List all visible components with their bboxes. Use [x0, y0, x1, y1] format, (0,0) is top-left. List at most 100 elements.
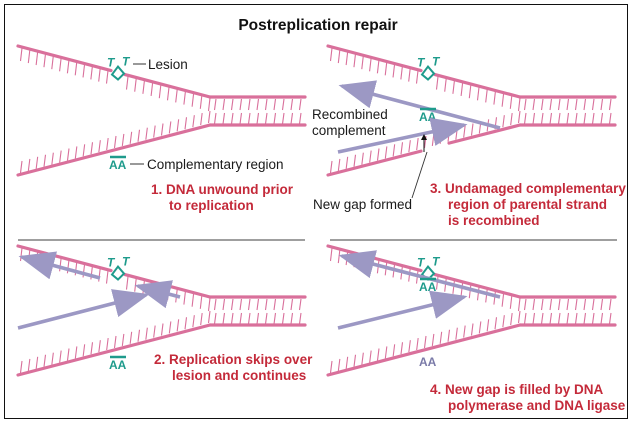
base-tick	[247, 298, 251, 311]
base-tick	[273, 112, 277, 125]
base-tick	[608, 112, 612, 125]
base-tick	[337, 158, 341, 171]
base-tick	[608, 98, 612, 111]
base-tick	[361, 352, 364, 365]
base-tick	[82, 144, 86, 157]
base-tick	[27, 358, 31, 371]
base-tick	[281, 112, 285, 125]
base-tick	[476, 87, 480, 101]
base-tick	[549, 112, 553, 125]
base-tick	[298, 298, 302, 311]
base-tick	[19, 47, 23, 62]
base-tick	[98, 340, 101, 353]
base-tick	[43, 354, 47, 367]
base-tick	[184, 317, 188, 330]
base-tick	[447, 329, 451, 342]
parental-strand-top	[16, 44, 113, 73]
base-tick	[591, 312, 595, 325]
base-tick	[574, 112, 578, 125]
base-tick	[35, 156, 39, 169]
base-tick	[192, 115, 195, 128]
base-tick	[478, 321, 482, 334]
base-tick	[298, 98, 302, 111]
base-tick	[392, 64, 396, 78]
base-tick	[485, 289, 488, 303]
base-tick	[153, 125, 156, 138]
base-tick	[281, 298, 285, 311]
base-tick	[90, 66, 93, 80]
recombined-strand-arrow	[338, 80, 501, 130]
base-tick	[452, 280, 455, 294]
parental-strand-top	[16, 244, 113, 273]
base-tick	[281, 312, 285, 325]
parental-strand-top	[433, 72, 522, 99]
base-tick	[290, 112, 294, 125]
base-tick	[566, 298, 570, 311]
base-tick	[256, 98, 260, 111]
base-tick	[600, 312, 604, 325]
base-tick	[566, 312, 570, 325]
base-tick	[168, 321, 172, 334]
thymine-label: T	[432, 255, 441, 269]
base-tick	[566, 112, 570, 125]
base-tick	[532, 112, 536, 125]
base-tick	[476, 287, 480, 301]
base-tick	[183, 91, 186, 105]
base-tick	[384, 346, 388, 359]
new-strand-arrow	[337, 117, 468, 154]
base-tick	[142, 80, 145, 94]
base-tick	[239, 312, 243, 325]
new-strand-arrow	[18, 251, 101, 280]
base-tick	[369, 150, 372, 163]
base-tick	[256, 298, 260, 311]
base-tick	[408, 340, 411, 353]
base-tick	[566, 98, 570, 111]
base-tick	[192, 315, 195, 328]
base-tick	[207, 97, 211, 112]
base-tick	[408, 140, 411, 153]
base-tick	[230, 312, 234, 325]
parental-strand-bottom	[326, 149, 423, 177]
base-tick	[191, 93, 195, 107]
recombined-strand-arrow	[338, 250, 501, 299]
base-tick	[532, 98, 536, 111]
base-tick	[509, 295, 513, 309]
base-tick	[470, 123, 474, 136]
base-tick	[207, 310, 211, 324]
base-tick	[523, 98, 527, 111]
base-tick	[361, 56, 364, 70]
base-tick	[145, 127, 148, 140]
base-tick	[345, 356, 349, 369]
base-tick	[230, 98, 234, 111]
base-tick	[600, 298, 604, 311]
parental-strand-bottom	[16, 123, 212, 177]
new-strand-arrow	[337, 290, 468, 330]
base-tick	[337, 49, 341, 64]
base-tick	[256, 112, 260, 125]
base-tick	[298, 312, 302, 325]
base-tick	[460, 82, 464, 97]
base-tick	[222, 98, 226, 111]
base-tick	[113, 135, 117, 149]
base-tick	[183, 291, 186, 305]
thymine-label: T	[417, 256, 426, 270]
gap-leader-line	[411, 151, 428, 199]
thymine-label: T	[107, 256, 116, 270]
base-tick	[523, 298, 527, 311]
base-tick	[281, 98, 285, 111]
base-tick	[583, 112, 587, 125]
base-tick	[290, 312, 294, 325]
adenine-pair-label: AA	[109, 358, 127, 372]
base-tick	[134, 278, 137, 292]
base-tick	[35, 252, 39, 266]
base-tick	[168, 121, 172, 134]
base-tick	[199, 295, 203, 309]
base-tick	[463, 325, 466, 338]
base-tick	[113, 335, 117, 349]
base-tick	[329, 47, 333, 62]
base-tick	[574, 298, 578, 311]
base-tick	[353, 54, 357, 68]
base-tick	[517, 310, 521, 324]
base-tick	[82, 64, 86, 78]
